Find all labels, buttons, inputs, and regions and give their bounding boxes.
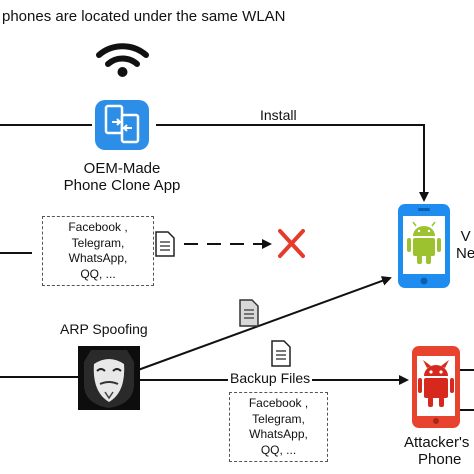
wlan-caption: phones are located under the same WLAN bbox=[2, 8, 286, 25]
attacker-phone-label: Attacker's Phone bbox=[404, 434, 474, 469]
app-list-bottom: Facebook , Telegram, WhatsApp, QQ, ... bbox=[229, 392, 328, 462]
backup-files-label: Backup Files bbox=[228, 370, 313, 387]
clone-app-label: OEM-Made Phone Clone App bbox=[62, 160, 182, 195]
hacker-mask-icon bbox=[78, 346, 140, 410]
clone-app-label-line1: OEM-Made bbox=[83, 160, 161, 177]
app-list-item: Facebook , bbox=[248, 396, 309, 410]
attacker-label-line1: Attacker's bbox=[404, 434, 470, 451]
app-list-item: Telegram, bbox=[71, 235, 125, 250]
install-arrow bbox=[156, 124, 429, 202]
attacker-phone-icon bbox=[412, 346, 460, 428]
blocked-x-icon bbox=[278, 229, 305, 258]
wifi-icon bbox=[96, 43, 149, 77]
android-phone-icon bbox=[398, 204, 450, 288]
clone-app-label-line2: Phone Clone App bbox=[63, 177, 181, 195]
victim-label-line2: Ne bbox=[456, 245, 474, 263]
document-icon bbox=[239, 299, 259, 327]
app-list-item: QQ, ... bbox=[80, 266, 116, 281]
app-list-item: Facebook , bbox=[68, 220, 128, 234]
app-list-top: Facebook , Telegram, WhatsApp, QQ, ... bbox=[42, 216, 154, 286]
attacker-label-line2: Phone bbox=[418, 451, 462, 469]
app-list-item: WhatsApp, bbox=[249, 427, 308, 442]
victim-label-line1: V bbox=[460, 228, 471, 245]
app-list-item: Telegram, bbox=[252, 411, 305, 426]
app-list-item: WhatsApp, bbox=[68, 251, 128, 266]
app-list-item: QQ, ... bbox=[260, 442, 297, 457]
phone-clone-app-icon bbox=[95, 100, 149, 150]
install-label: Install bbox=[260, 107, 297, 123]
spoofed-arrow-to-victim bbox=[137, 276, 392, 371]
victim-phone-label: V Ne bbox=[456, 228, 474, 263]
arp-spoofing-label: ARP Spoofing bbox=[60, 321, 148, 337]
document-icon bbox=[155, 231, 175, 257]
document-icon bbox=[271, 340, 291, 367]
